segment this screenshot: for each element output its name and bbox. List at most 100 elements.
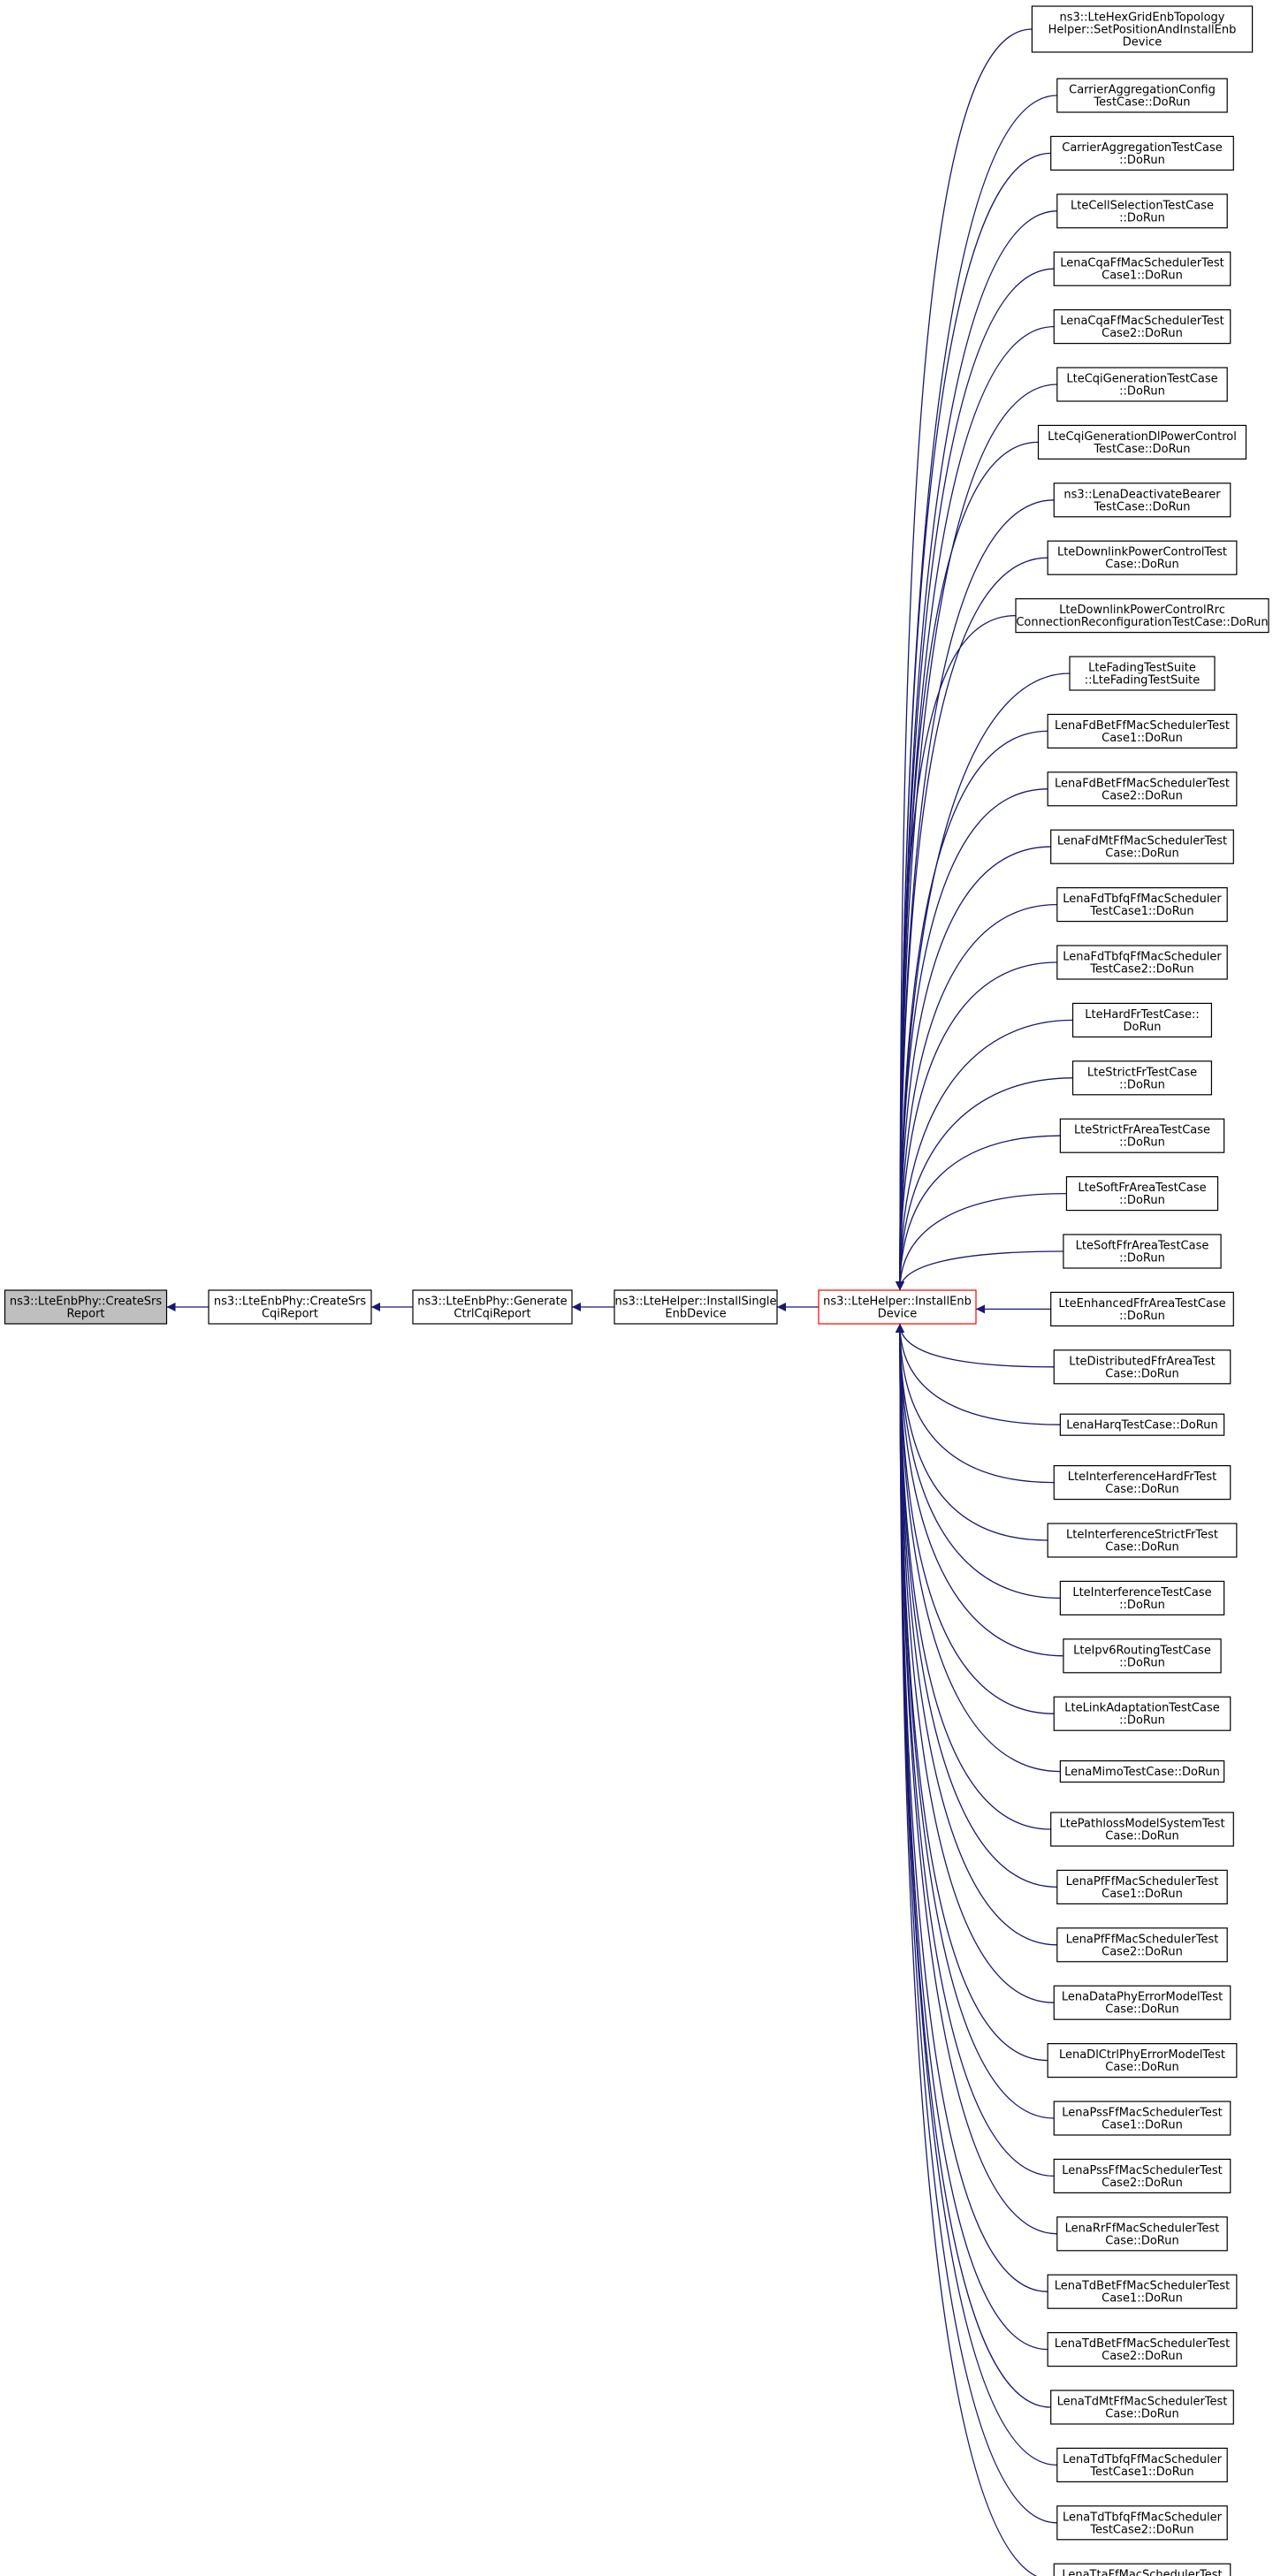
caller-node-31[interactable]: LenaMimoTestCase::DoRun [1059,1759,1225,1783]
caller-node-40-label-line-1: LenaTdBetFfMacSchedulerTest [1055,2280,1231,2293]
caller-node-18-box [1071,1002,1213,1038]
create-srs-report-node-label-line-1: ns3::LteEnbPhy::CreateSrs [10,1296,162,1309]
caller-node-22-label-line-2: ::DoRun [1119,1252,1165,1265]
caller-node-28[interactable]: LteInterferenceTestCase::DoRun [1059,1580,1225,1616]
caller-node-20-box [1059,1118,1225,1153]
caller-node-26-label-line-1: LteInterferenceHardFrTest [1068,1470,1216,1484]
caller-node-5-label-line-2: Case1::DoRun [1101,270,1183,283]
caller-node-37-label-line-2: Case1::DoRun [1101,2119,1183,2132]
edge-caller-6-to-install-enb-device [896,325,1055,1291]
caller-node-6-label-line-2: Case2::DoRun [1101,327,1183,340]
caller-node-4[interactable]: LteCellSelectionTestCase::DoRun [1056,194,1228,229]
caller-node-16-box [1056,886,1228,923]
edge-caller-25-to-install-enb-device [896,1323,1061,1425]
caller-node-5-box [1053,251,1231,286]
caller-node-9-label-line-1: ns3::LenaDeactivateBearer [1063,488,1221,501]
node-layer: ns3::LteEnbPhy::CreateSrsReportns3::LteE… [4,5,1269,2576]
caller-node-12[interactable]: LteFadingTestSuite::LteFadingTestSuite [1069,656,1216,691]
caller-node-30[interactable]: LteLinkAdaptationTestCase::DoRun [1053,1696,1231,1731]
caller-node-35-box [1053,1985,1231,2020]
edge-caller-28-to-install-enb-device [896,1323,1061,1600]
caller-node-1[interactable]: ns3::LteHexGridEnbTopologyHelper::SetPos… [1031,5,1254,53]
caller-node-36-label-line-2: Case::DoRun [1105,2061,1178,2074]
caller-node-20-label-line-2: ::DoRun [1119,1136,1165,1150]
caller-node-23-label-line-1: LteEnhancedFfrAreaTestCase [1058,1297,1225,1311]
install-enb-device-node-label-line-1: ns3::LteHelper::InstallEnb [823,1296,972,1309]
caller-node-13-box [1047,713,1238,749]
caller-node-2-box [1056,78,1228,113]
caller-node-36-label-line-1: LenaDlCtrlPhyErrorModelTest [1059,2048,1225,2062]
generate-ctrl-cqi-report-node-box [412,1289,573,1325]
edge-caller-44-to-install-enb-device [896,1323,1057,2524]
caller-node-7[interactable]: LteCqiGenerationTestCase::DoRun [1056,367,1228,402]
install-single-enb-device-node-label-line-2: EnbDevice [665,1308,726,1321]
edge-caller-2-to-install-enb-device [896,95,1057,1291]
caller-node-29-label-line-2: ::DoRun [1119,1656,1165,1669]
caller-node-22[interactable]: LteSoftFfrAreaTestCase::DoRun [1063,1234,1222,1269]
caller-node-33-label-line-1: LenaPfFfMacSchedulerTest [1066,1875,1219,1888]
caller-node-19-label-line-1: LteStrictFrTestCase [1087,1066,1197,1079]
caller-node-4-box [1056,194,1228,229]
create-srs-cqi-report-node-box [208,1289,372,1325]
caller-node-3[interactable]: CarrierAggregationTestCase::DoRun [1050,135,1234,171]
caller-node-11[interactable]: LteDownlinkPowerControlRrcConnectionReco… [1015,597,1269,634]
caller-node-21[interactable]: LteSoftFrAreaTestCase::DoRun [1065,1175,1219,1212]
caller-node-25[interactable]: LenaHarqTestCase::DoRun [1059,1413,1225,1436]
edge-caller-34-to-install-enb-device [896,1323,1057,1946]
edge-caller-11-to-install-enb-device [896,614,1017,1291]
edge-caller-24-to-install-enb-device [896,1323,1055,1368]
caller-node-19[interactable]: LteStrictFrTestCase::DoRun [1071,1060,1213,1096]
caller-node-20[interactable]: LteStrictFrAreaTestCase::DoRun [1059,1118,1225,1153]
edge-caller-41-to-install-enb-device [896,1323,1048,2351]
edge-caller-16-to-install-enb-device [896,903,1057,1291]
generate-ctrl-cqi-report-node-label-line-2: CtrlCqiReport [454,1308,530,1321]
caller-node-27-label-line-2: Case::DoRun [1105,1541,1178,1554]
caller-node-3-box [1050,135,1234,171]
caller-node-28-label-line-1: LteInterferenceTestCase [1072,1586,1211,1600]
caller-node-18[interactable]: LteHardFrTestCase::DoRun [1071,1002,1213,1038]
caller-node-1-label-line-2: Helper::SetPositionAndInstallEnb [1048,24,1237,37]
caller-node-22-box [1063,1234,1222,1269]
caller-node-8[interactable]: LteCqiGenerationDlPowerControlTestCase::… [1037,424,1247,460]
create-srs-cqi-report-node-label-line-1: ns3::LteEnbPhy::CreateSrs [214,1296,366,1309]
edge-caller-19-to-install-enb-device [896,1077,1073,1291]
caller-node-29[interactable]: LteIpv6RoutingTestCase::DoRun [1063,1638,1222,1674]
edge-caller-43-to-install-enb-device [896,1323,1057,2466]
caller-node-23[interactable]: LteEnhancedFfrAreaTestCase::DoRun [1050,1291,1234,1327]
caller-node-45-box [1053,2563,1231,2576]
caller-node-1-box [1031,5,1254,53]
caller-node-45[interactable]: LenaTtaFfMacSchedulerTestCase::DoRun [1053,2563,1231,2576]
caller-node-40-label-line-2: Case1::DoRun [1101,2292,1183,2306]
caller-node-10-label-line-2: Case::DoRun [1105,559,1178,572]
